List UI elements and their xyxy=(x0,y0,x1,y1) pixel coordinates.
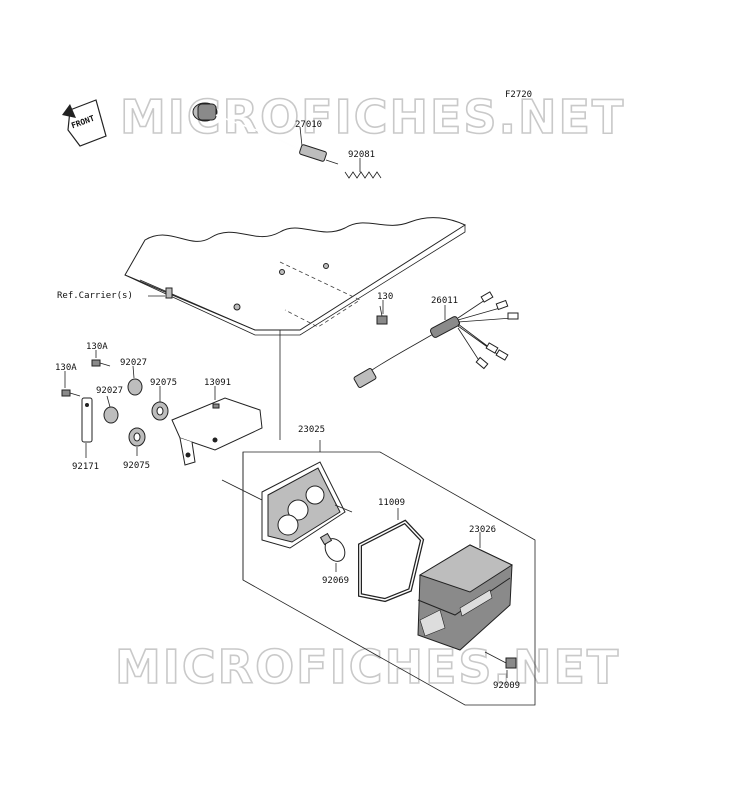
screw-92009 xyxy=(484,651,517,669)
label-23025: 23025 xyxy=(298,425,325,435)
label-92027-mid: 92027 xyxy=(96,386,123,396)
label-ref-carrier: Ref.Carrier(s) xyxy=(57,291,133,301)
washer-92027-mid xyxy=(103,406,119,424)
label-130A-top: 130A xyxy=(86,342,108,352)
screw-130A-top xyxy=(91,359,111,367)
bulb-92069 xyxy=(319,532,346,562)
label-92069: 92069 xyxy=(322,576,349,586)
label-13091: 13091 xyxy=(204,378,231,388)
spring-92081 xyxy=(344,171,382,179)
clamp-92171 xyxy=(81,397,93,443)
label-92081: 92081 xyxy=(348,150,375,160)
assembly-outline-23025 xyxy=(242,451,536,706)
label-11009: 11009 xyxy=(378,498,405,508)
label-92075-top: 92075 xyxy=(150,378,177,388)
gasket-11009 xyxy=(358,519,425,603)
bracket-13091 xyxy=(171,397,263,466)
lens-23026 xyxy=(417,544,514,651)
grommet-92075-bottom xyxy=(128,427,146,447)
bolt-130 xyxy=(376,305,388,325)
label-27010: 27010 xyxy=(295,120,322,130)
cable-27010 xyxy=(192,102,339,165)
figure-code: F2720 xyxy=(505,90,532,100)
lamp-housing-23025 xyxy=(261,461,353,549)
carrier-plate xyxy=(124,217,467,336)
grommet-92075-top xyxy=(151,401,169,421)
washer-92027-top xyxy=(127,378,143,396)
label-130: 130 xyxy=(377,292,393,302)
label-92027-top: 92027 xyxy=(120,358,147,368)
harness-26011 xyxy=(353,291,519,388)
label-92009: 92009 xyxy=(493,681,520,691)
screw-130A-left xyxy=(61,389,81,397)
label-23026: 23026 xyxy=(469,525,496,535)
front-arrow-icon: FRONT xyxy=(62,99,107,147)
label-92171: 92171 xyxy=(72,462,99,472)
watermark-bottom: MICROFICHES.NET xyxy=(115,640,620,694)
label-130A-left: 130A xyxy=(55,363,77,373)
label-26011: 26011 xyxy=(431,296,458,306)
label-92075-bottom: 92075 xyxy=(123,461,150,471)
